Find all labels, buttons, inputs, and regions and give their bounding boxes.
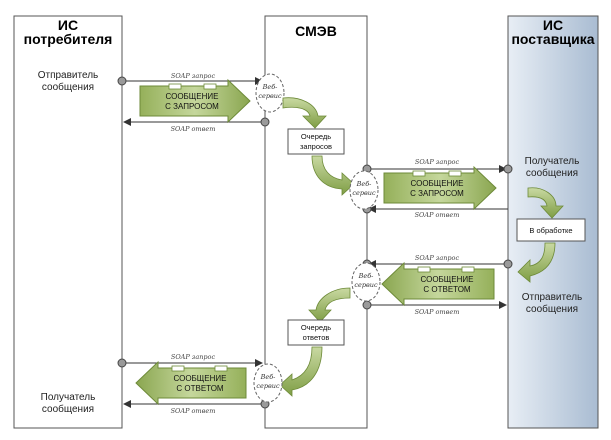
soap-response-label: SOAP ответ — [171, 407, 216, 415]
message-request-text-2: С ЗАПРОСОМ — [410, 189, 464, 198]
consumer-title-line2: потребителя — [24, 31, 113, 47]
connection-dot — [503, 164, 513, 174]
web-service-label-1: Веб- — [262, 83, 278, 91]
exchange-provider-response: SOAP запрос SOAP ответ СООБЩЕНИЕ С ОТВЕТ… — [351, 254, 513, 316]
connection-dot — [260, 117, 270, 127]
message-request-text-2: С ЗАПРОСОМ — [165, 102, 219, 111]
processing-label: В обработке — [529, 226, 572, 235]
consumer-sender-label-1: Отправитель — [38, 70, 99, 81]
curved-arrow-from-processing — [517, 242, 556, 283]
message-arrow-request — [383, 165, 497, 211]
response-queue-label-1: Очередь — [301, 323, 331, 332]
web-service-label-1: Веб- — [358, 272, 374, 280]
message-request-text-1: СООБЩЕНИЕ — [166, 92, 219, 101]
curved-arrow-to-request-queue — [282, 97, 327, 129]
response-queue-box — [287, 319, 345, 346]
web-service-label-2: сервис — [258, 92, 282, 100]
exchange-consumer-request: SOAP запрос SOAP ответ СООБЩЕНИЕ С ЗАПРО… — [117, 72, 285, 133]
consumer-title-line1: ИС — [58, 17, 78, 33]
processing-box — [516, 218, 586, 242]
soap-response-label: SOAP ответ — [171, 125, 216, 133]
web-service-label-2: сервис — [352, 189, 376, 197]
connection-dot — [117, 358, 127, 368]
soap-request-label: SOAP запрос — [171, 72, 216, 80]
soap-request-label: SOAP запрос — [415, 158, 460, 166]
web-service-label-2: сервис — [354, 281, 378, 289]
message-response-text-2: С ОТВЕТОМ — [423, 285, 471, 294]
message-arrow-request — [139, 78, 251, 124]
curved-arrow-to-processing — [527, 187, 564, 219]
exchange-consumer-response: SOAP запрос SOAP ответ СООБЩЕНИЕ С ОТВЕТ… — [117, 353, 283, 415]
connection-dot — [362, 300, 372, 310]
request-queue-label-1: Очередь — [301, 132, 331, 141]
consumer-receiver-label-1: Получатель — [41, 392, 96, 403]
provider-sender-label-2: сообщения — [526, 303, 578, 315]
web-service-icon — [253, 363, 283, 403]
web-service-icon — [255, 73, 285, 113]
message-response-text-1: СООБЩЕНИЕ — [421, 275, 474, 284]
provider-title-line2: поставщика — [511, 31, 594, 47]
consumer-receiver-label-2: сообщения — [42, 403, 94, 415]
provider-receiver-label-2: сообщения — [526, 167, 578, 179]
web-service-label-1: Веб- — [356, 180, 372, 188]
curved-arrow-from-response-queue — [279, 346, 323, 397]
message-request-text-1: СООБЩЕНИЕ — [411, 179, 464, 188]
request-queue-label-2: запросов — [300, 142, 332, 151]
provider-receiver-label-1: Получатель — [525, 156, 580, 167]
smev-title: СМЭВ — [295, 23, 337, 39]
response-queue-label-2: ответов — [303, 333, 330, 342]
exchange-smev-request: SOAP запрос SOAP ответ СООБЩЕНИЕ С ЗАПРО… — [349, 158, 513, 219]
soap-response-label: SOAP ответ — [415, 211, 460, 219]
connection-dot — [117, 76, 127, 86]
consumer-panel — [13, 15, 123, 429]
soap-request-label: SOAP запрос — [171, 353, 216, 361]
soap-request-label: SOAP запрос — [415, 254, 460, 262]
message-arrow-response — [381, 261, 495, 307]
curved-arrow-to-response-queue — [308, 287, 351, 323]
web-service-label-1: Веб- — [260, 373, 276, 381]
request-queue-box — [287, 128, 345, 155]
web-service-label-2: сервис — [256, 382, 280, 390]
web-service-icon — [349, 170, 379, 210]
consumer-sender-label-2: сообщения — [42, 81, 94, 93]
message-arrow-response — [135, 360, 247, 406]
web-service-icon — [351, 262, 381, 302]
message-response-text-1: СООБЩЕНИЕ — [174, 374, 227, 383]
message-response-text-2: С ОТВЕТОМ — [176, 384, 224, 393]
provider-title-line1: ИС — [543, 17, 563, 33]
provider-sender-label-1: Отправитель — [522, 292, 583, 303]
soap-response-label: SOAP ответ — [415, 308, 460, 316]
connection-dot — [503, 259, 513, 269]
curved-arrow-from-request-queue — [311, 155, 355, 196]
